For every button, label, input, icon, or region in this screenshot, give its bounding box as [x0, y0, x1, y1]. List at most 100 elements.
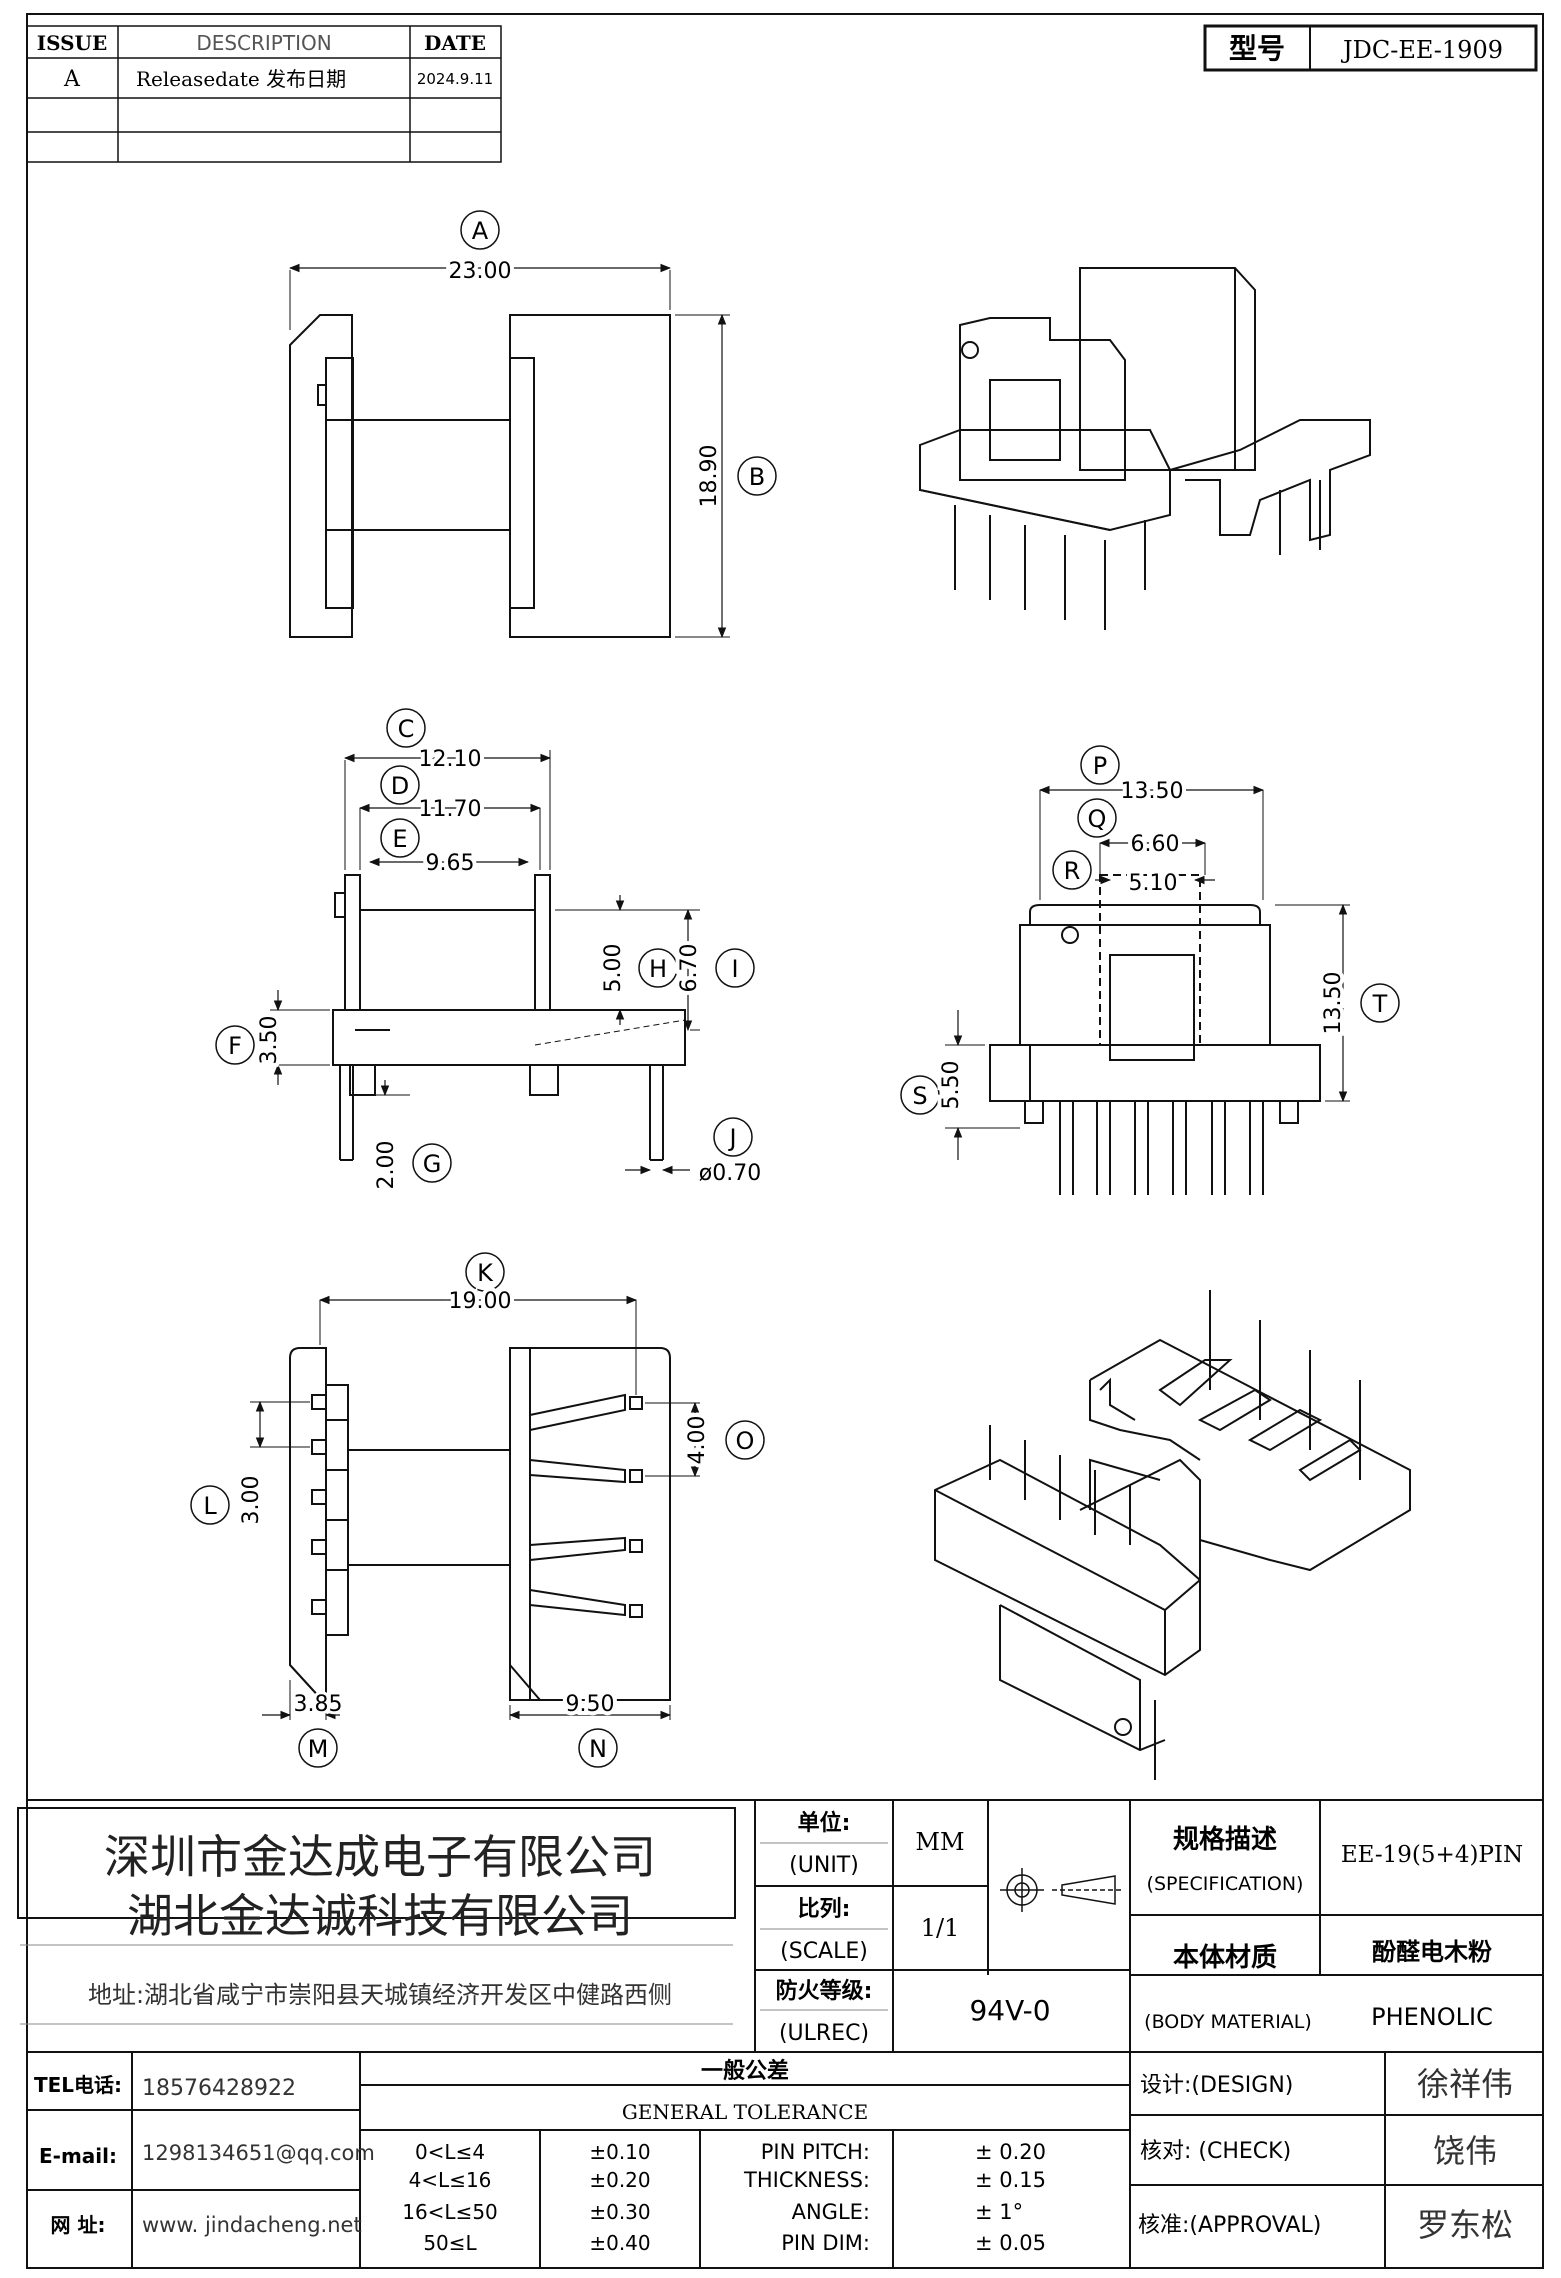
email-value: 1298134651@qq.com: [142, 2141, 375, 2165]
balloon-h: H: [638, 948, 678, 988]
svg-text:N: N: [589, 1735, 607, 1763]
dim-r-value: 5.10: [1129, 871, 1178, 896]
dim-g-value: 2.00: [374, 1141, 399, 1190]
balloon-f: F: [215, 1025, 255, 1065]
svg-text:C: C: [398, 715, 415, 743]
model-value: JDC-EE-1909: [1340, 36, 1503, 64]
balloon-i: I: [715, 948, 755, 988]
pin-value-2: ± 0.15: [975, 2168, 1046, 2192]
web-label: 网 址:: [51, 2213, 106, 2237]
rev-header-issue: ISSUE: [37, 31, 108, 55]
rev-header-date: DATE: [424, 31, 486, 55]
design-label: 设计:(DESIGN): [1140, 2073, 1293, 2098]
balloon-d: D: [380, 765, 420, 805]
svg-text:S: S: [912, 1082, 927, 1110]
tolerance-range-3: 16<L≤50: [402, 2200, 498, 2224]
pin-value-1: ± 0.20: [975, 2140, 1046, 2164]
email-label: E-mail:: [39, 2144, 117, 2168]
dim-n-value: 9.50: [566, 1692, 615, 1717]
spec-label: 规格描述: [1173, 1824, 1277, 1855]
dim-i-value: 6.70: [677, 944, 702, 993]
company-name-1: 深圳市金达成电子有限公司: [104, 1830, 656, 1884]
svg-text:G: G: [423, 1150, 442, 1178]
tolerance-value-3: ±0.30: [589, 2200, 650, 2224]
svg-text:P: P: [1093, 752, 1107, 780]
dim-p-value: 13.50: [1121, 779, 1184, 804]
svg-text:I: I: [731, 955, 738, 983]
pin-value-3: ± 1°: [975, 2200, 1023, 2224]
material-value-en: PHENOLIC: [1371, 2003, 1493, 2031]
balloon-e: E: [380, 818, 420, 858]
dim-c-value: 12.10: [419, 747, 482, 772]
tolerance-value-4: ±0.40: [589, 2231, 650, 2255]
approval-label: 核准:(APPROVAL): [1138, 2213, 1321, 2238]
svg-text:M: M: [308, 1735, 329, 1763]
balloon-o: O: [725, 1420, 765, 1460]
top-view: [288, 263, 730, 639]
iso-view-top: [919, 267, 1371, 630]
svg-text:O: O: [736, 1427, 755, 1455]
balloon-m: M: [298, 1728, 338, 1768]
dim-s-value: 5.50: [939, 1061, 964, 1110]
material-label: 本体材质: [1173, 1943, 1277, 1973]
dim-h-value: 5.00: [601, 944, 626, 993]
tolerance-title: 一般公差: [701, 2058, 789, 2084]
dim-a-value: 23.00: [449, 259, 512, 284]
tel-label: TEL电话:: [34, 2073, 122, 2097]
dim-d-value: 11.70: [419, 797, 482, 822]
side-view: [270, 750, 700, 1175]
unit-label-en: (UNIT): [789, 1853, 859, 1878]
svg-text:D: D: [391, 772, 409, 800]
balloon-a: A: [460, 210, 500, 250]
pin-label-2: THICKNESS:: [743, 2168, 870, 2192]
scale-label-en: (SCALE): [780, 1939, 868, 1964]
dim-f-value: 3.50: [257, 1016, 282, 1065]
svg-text:L: L: [203, 1492, 217, 1520]
check-label: 核对: (CHECK): [1140, 2139, 1291, 2164]
scale-label: 比列:: [798, 1897, 851, 1922]
tolerance-range-4: 50≤L: [423, 2231, 477, 2255]
front-view: [945, 785, 1350, 1195]
tolerance-title-en: GENERAL TOLERANCE: [622, 2100, 868, 2124]
dim-m-value: 3.85: [294, 1692, 343, 1717]
svg-text:Q: Q: [1088, 805, 1107, 833]
company-name-2: 湖北金达诚科技有限公司: [127, 1889, 633, 1943]
tolerance-value-2: ±0.20: [589, 2168, 650, 2192]
svg-text:R: R: [1064, 857, 1081, 885]
design-value: 徐祥伟: [1417, 2065, 1513, 2103]
balloon-c: C: [386, 708, 426, 748]
balloon-r: R: [1052, 850, 1092, 890]
dim-e-value: 9.65: [426, 851, 475, 876]
tolerance-value-1: ±0.10: [589, 2140, 650, 2164]
check-value: 饶伟: [1433, 2132, 1497, 2170]
model-box: [1203, 24, 1538, 72]
svg-text:B: B: [749, 463, 765, 491]
balloon-p: P: [1080, 745, 1120, 785]
rev-header-description: DESCRIPTION: [196, 31, 331, 55]
approval-value: 罗东松: [1417, 2206, 1513, 2244]
dim-t-value: 13.50: [1321, 972, 1346, 1035]
unit-label: 单位:: [798, 1810, 851, 1836]
balloon-n: N: [578, 1728, 618, 1768]
balloon-t: T: [1360, 983, 1400, 1023]
dim-q-value: 6.60: [1131, 832, 1180, 857]
svg-text:T: T: [1372, 990, 1388, 1018]
pin-label-4: PIN DIM:: [781, 2231, 870, 2255]
ulrec-label: 防火等级:: [776, 1978, 873, 2004]
balloon-q: Q: [1077, 798, 1117, 838]
rev-description-value: Releasedate 发布日期: [136, 67, 346, 91]
spec-value: EE-19(5+4)PIN: [1341, 1842, 1523, 1868]
unit-cell-dividers: [760, 1842, 888, 2011]
revision-table: [26, 25, 502, 163]
unit-value: MM: [915, 1828, 964, 1856]
dim-b-value: 18.90: [697, 445, 722, 508]
ulrec-value: 94V-0: [969, 1994, 1050, 2027]
title-block-grid: [17, 1799, 1543, 2268]
svg-text:F: F: [228, 1032, 242, 1060]
model-label: 型号: [1229, 32, 1285, 65]
material-label-en: (BODY MATERIAL): [1144, 2011, 1312, 2033]
pin-value-4: ± 0.05: [975, 2231, 1046, 2255]
pin-label-1: PIN PITCH:: [761, 2140, 870, 2164]
svg-text:A: A: [472, 217, 489, 245]
